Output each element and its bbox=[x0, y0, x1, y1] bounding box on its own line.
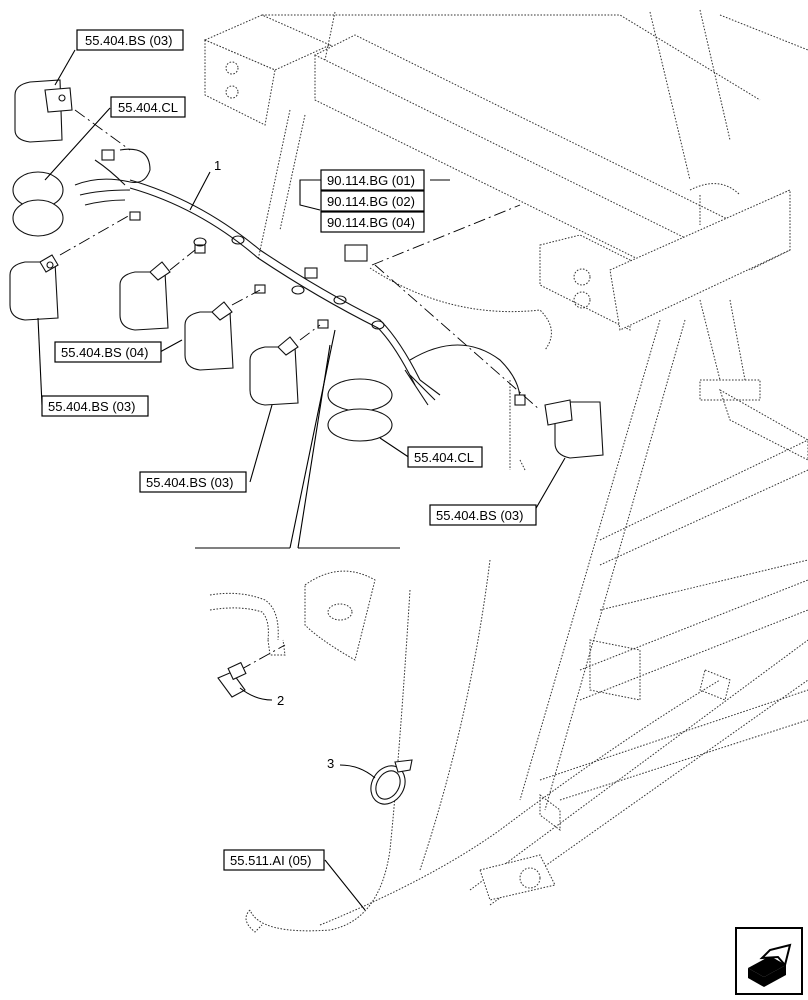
next-page-arrow-icon[interactable] bbox=[735, 927, 803, 995]
callout-2: 2 bbox=[277, 693, 284, 708]
work-lamp-center bbox=[184, 301, 234, 371]
machine-frame bbox=[203, 9, 808, 933]
svg-text:55.404.BS (03): 55.404.BS (03) bbox=[436, 508, 523, 523]
label-ai05[interactable]: 55.511.AI (05) bbox=[223, 849, 325, 871]
svg-text:90.114.BG (04): 90.114.BG (04) bbox=[327, 215, 415, 230]
label-bg01[interactable]: 90.114.BG (01) bbox=[320, 169, 425, 191]
label-cl-mid[interactable]: 55.404.CL bbox=[407, 446, 483, 468]
cable-tie-part-3 bbox=[370, 759, 413, 805]
label-cl-top[interactable]: 55.404.CL bbox=[110, 96, 186, 118]
callout-3: 3 bbox=[327, 756, 334, 771]
svg-text:55.404.CL: 55.404.CL bbox=[118, 100, 178, 115]
svg-text:55.404.BS (03): 55.404.BS (03) bbox=[146, 475, 233, 490]
wiring-harness bbox=[74, 148, 526, 406]
svg-text:55.404.CL: 55.404.CL bbox=[414, 450, 474, 465]
work-lamp-right bbox=[544, 399, 604, 459]
work-lamp-left bbox=[9, 254, 59, 321]
label-bs03-left[interactable]: 55.404.BS (03) bbox=[41, 395, 149, 417]
leader-lines bbox=[37, 49, 566, 911]
work-lamp-center-left bbox=[119, 261, 171, 331]
plug-part-2 bbox=[217, 661, 247, 698]
work-lamp-top-left bbox=[14, 79, 73, 143]
lamp-cover-mid bbox=[327, 378, 393, 442]
label-bs03-mid[interactable]: 55.404.BS (03) bbox=[139, 471, 247, 493]
lamp-cover-top bbox=[12, 171, 64, 237]
label-bs03-right[interactable]: 55.404.BS (03) bbox=[429, 504, 537, 526]
svg-text:55.404.BS (03): 55.404.BS (03) bbox=[85, 33, 172, 48]
label-bg02[interactable]: 90.114.BG (02) bbox=[320, 190, 425, 212]
label-bg04[interactable]: 90.114.BG (04) bbox=[320, 211, 425, 233]
assembly-lines bbox=[59, 109, 541, 671]
label-bs04[interactable]: 55.404.BS (04) bbox=[54, 341, 162, 363]
svg-text:90.114.BG (02): 90.114.BG (02) bbox=[327, 194, 415, 209]
callout-1: 1 bbox=[214, 158, 221, 173]
svg-text:90.114.BG (01): 90.114.BG (01) bbox=[327, 173, 415, 188]
svg-text:55.511.AI (05): 55.511.AI (05) bbox=[230, 853, 311, 868]
label-bs03-top[interactable]: 55.404.BS (03) bbox=[76, 29, 184, 51]
svg-text:55.404.BS (03): 55.404.BS (03) bbox=[48, 399, 135, 414]
svg-text:55.404.BS (04): 55.404.BS (04) bbox=[61, 345, 148, 360]
work-lamp-center-low bbox=[249, 336, 299, 406]
